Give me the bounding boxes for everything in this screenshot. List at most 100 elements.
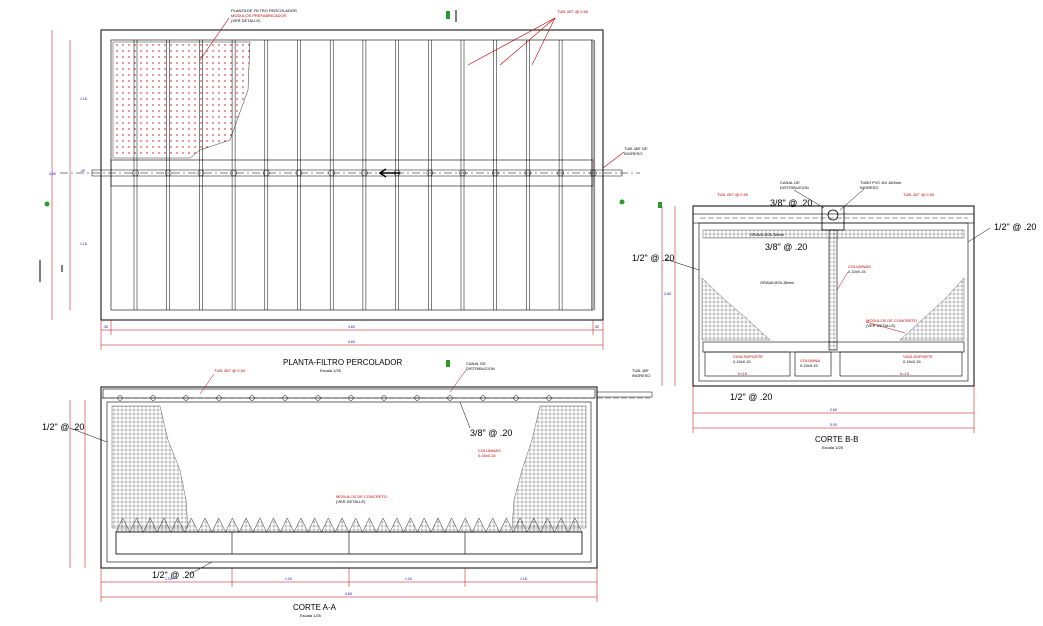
concrete-module — [362, 517, 377, 533]
bb-scale: Escala 1/25 — [822, 445, 844, 450]
bb-channel-label-1: CANAL DE — [780, 180, 800, 185]
aa-rebar-mid: 3/8" @ .20 — [470, 428, 512, 438]
bb-column-label-2: 0.15x0.15 — [848, 269, 866, 274]
plan-right-marker — [619, 199, 625, 205]
plan-north-mark — [446, 11, 450, 19]
plan-outer-wall — [100, 29, 604, 321]
leader-pipe-1 — [467, 17, 556, 66]
aa-modules-label-2: (VER DETALLE) — [336, 499, 366, 504]
bb-dim-height: 2.60 — [664, 292, 671, 296]
plan-dim-side-l: .30 — [103, 325, 108, 329]
plan-note-1: PLANTA DE FILTRO PERCOLADOR — [231, 8, 297, 13]
aa-dimensions — [69, 400, 598, 602]
bb-dim-width-total: 3.00 — [830, 423, 837, 427]
bb-leader-channel — [793, 189, 825, 209]
concrete-module — [334, 517, 350, 533]
bb-top-slab — [692, 213, 975, 224]
aa-title: CORTE A-A — [293, 603, 337, 612]
bb-foot-left: h=15 — [738, 371, 748, 376]
plan-title: PLANTA-FILTRO PERCOLADOR — [283, 358, 403, 367]
aa-rebar-mid-leader — [459, 401, 471, 429]
concrete-module — [252, 517, 268, 533]
flow-arrow — [378, 168, 400, 178]
aa-dim-total: 4.60 — [345, 592, 352, 596]
concrete-module — [471, 517, 487, 533]
pipe-node — [263, 169, 270, 177]
aa-pipe-label: TUB. Ø2" @ 0.50 — [214, 368, 246, 373]
aa-slab-divisions — [231, 532, 466, 554]
bb-gravel-center: GRAVA Ø25-38mm — [760, 280, 795, 285]
bb-rebar-left: 1/2" @ .20 — [632, 253, 674, 263]
bb-modules-label-2: (VER DETALLE) — [866, 323, 896, 328]
bb-north-mark — [658, 202, 662, 208]
plan-dim-total-v: 4.60 — [49, 172, 56, 176]
section-aa: TUB. Ø2" @ 0.50 CANAL DE DISTRIBUCION TU… — [42, 360, 653, 618]
plan-view: PLANTA DE FILTRO PERCOLADOR MODULOS PREF… — [39, 8, 648, 373]
bb-gravel-left — [701, 277, 771, 341]
aa-gravel-right — [511, 405, 587, 529]
concrete-module — [389, 517, 405, 533]
aa-channel-leader — [449, 369, 467, 393]
bb-leader-left — [664, 258, 700, 271]
bb-beam-left-1: VIGA SOPORTE — [733, 354, 763, 359]
concrete-module — [280, 517, 295, 533]
bb-beam-right-2: 0.15x0.15 — [903, 359, 921, 364]
bb-title: CORTE B-B — [815, 435, 858, 444]
pipe-node — [164, 169, 172, 177]
leader-pipe-2 — [499, 17, 556, 66]
bb-center-column — [828, 229, 838, 351]
bb-beam-left-2: 0.15x0.15 — [733, 359, 751, 364]
concrete-module — [444, 517, 459, 533]
pipe-node — [328, 169, 335, 177]
plan-note-3: (VER DETALLE) — [231, 18, 261, 23]
concrete-module — [266, 517, 281, 533]
concrete-module — [430, 517, 446, 533]
bb-channel-label-2: DISTRIBUCION — [780, 185, 809, 190]
plan-outlet-label-2: INGRESO — [624, 151, 642, 156]
plan-dim-h2: 1.15 — [80, 242, 87, 246]
bb-column-bottom-1: COLUMNA — [800, 358, 820, 363]
aa-outlet-pipe — [596, 391, 653, 398]
pipe-node — [361, 169, 368, 177]
aa-rebar-left: 1/2" @ .20 — [42, 422, 84, 432]
plan-dim-inner: 4.60 — [348, 325, 355, 329]
plan-left-marker — [44, 201, 50, 207]
bb-rebar-mid: 3/8" @ .20 — [765, 242, 807, 252]
aa-scale: Escala 1/25 — [300, 613, 322, 618]
aa-gravel-left — [111, 405, 189, 529]
bb-leader-pvc — [839, 188, 865, 211]
bb-beam-right-1: VIGA SOPORTE — [903, 354, 933, 359]
bb-gravel-right — [899, 277, 965, 341]
concrete-module — [225, 517, 240, 533]
concrete-module — [211, 517, 226, 533]
aa-channel-label-2: DISTRIBUCION — [466, 366, 495, 371]
bb-pvc-label: TUBO PVC Ø4 160mm — [860, 180, 902, 185]
aa-modules-label-1: MODULOS DE CONCRETO — [336, 494, 387, 499]
bb-leader-right — [967, 227, 991, 243]
aa-pipe-leader — [199, 373, 215, 395]
bb-module-strip — [702, 341, 965, 353]
plan-outlet-label-1: TUB. Ø8" DE — [624, 146, 648, 151]
concrete-module — [499, 517, 514, 533]
concrete-module — [403, 517, 418, 533]
bb-pipe-right: TUB. Ø2" @ 0.50 — [903, 192, 935, 197]
aa-rebar-bottom-leader — [189, 561, 213, 575]
plan-dim-total: 4.60 — [348, 340, 355, 344]
concrete-module — [417, 517, 432, 533]
pipe-node — [491, 169, 499, 177]
section-bb: CANAL DE DISTRIBUCION TUBO PVC Ø4 160mm … — [632, 180, 1036, 450]
pipe-node — [459, 169, 466, 177]
bb-column-bottom-2: 0.15x0.15 — [800, 363, 818, 368]
concrete-module — [293, 517, 309, 533]
plan-dimensions — [51, 30, 604, 350]
concrete-module — [348, 517, 363, 533]
lateral-pipes — [133, 40, 596, 310]
bb-gravel-band — [702, 229, 965, 239]
bb-rebar-top: 3/8" @ .20 — [770, 198, 812, 208]
bb-inner-wall — [698, 222, 969, 382]
aa-inner-wall — [106, 401, 592, 563]
bb-rebar-bottom: 1/2" @ .20 — [730, 392, 772, 402]
concrete-module — [375, 517, 391, 533]
bb-dimensions — [661, 206, 975, 433]
